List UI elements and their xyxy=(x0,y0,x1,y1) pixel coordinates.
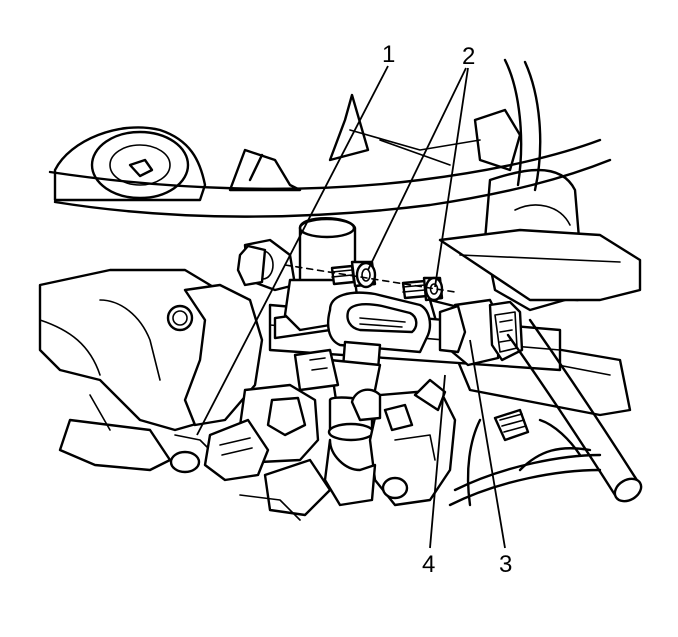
callout-2: 2 xyxy=(462,43,475,70)
lower-left-connectors xyxy=(203,348,377,521)
vacuum-tube-right xyxy=(503,58,643,503)
connector-right xyxy=(438,298,524,367)
bolt-rear xyxy=(401,276,444,302)
lower-hoses xyxy=(448,408,602,507)
bolt-axis xyxy=(284,264,456,293)
clamp-bracket-left xyxy=(236,217,362,340)
callout-4: 4 xyxy=(422,551,435,578)
callout-1: 1 xyxy=(382,41,395,68)
engine-block-left xyxy=(38,126,264,474)
callout-3: 3 xyxy=(499,551,512,578)
lower-center-structure xyxy=(350,378,457,507)
upper-hose xyxy=(48,138,612,218)
leader-lines xyxy=(196,65,506,549)
right-structure xyxy=(428,228,642,417)
